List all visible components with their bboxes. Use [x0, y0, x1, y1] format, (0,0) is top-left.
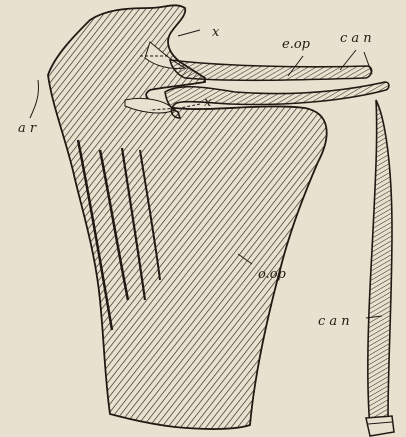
label-oop: o.op	[258, 267, 287, 282]
label-x-lower: x	[204, 95, 212, 110]
label-x-upper: x	[212, 25, 220, 40]
label-can-right: c a n	[318, 314, 350, 329]
label-ar: a r	[18, 121, 37, 136]
label-can-top: c a n	[340, 31, 372, 46]
label-eop: e.op	[282, 37, 311, 52]
clavicle-bone	[366, 100, 394, 436]
